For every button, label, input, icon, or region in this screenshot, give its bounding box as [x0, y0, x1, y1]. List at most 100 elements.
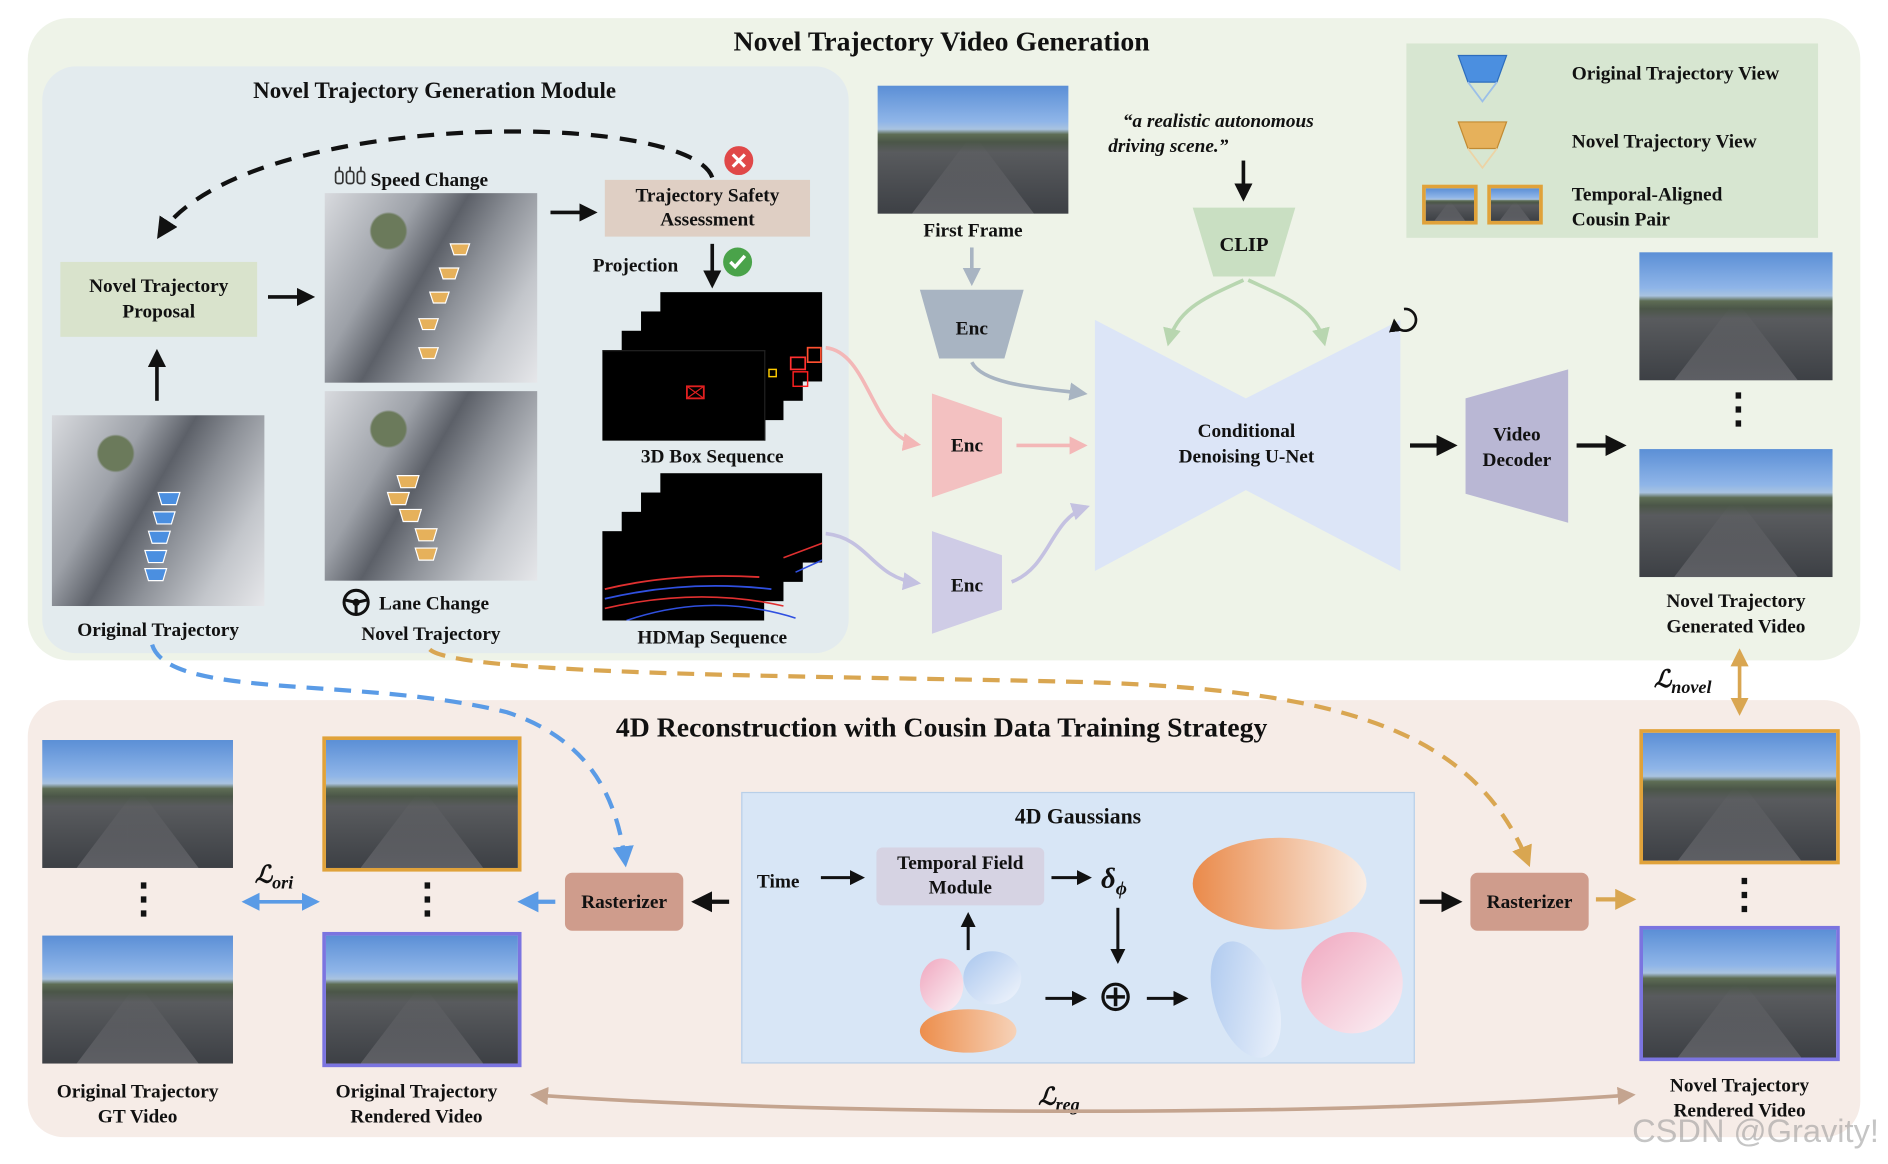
clip-label: CLIP — [1219, 232, 1269, 256]
box-seq-frame-front — [602, 350, 766, 441]
hdmap-enc-to-unet-arrow — [1010, 503, 1090, 584]
hdmap-sequence-label: HDMap Sequence — [637, 627, 788, 649]
watermark-text: CSDN @Gravity! — [1632, 1113, 1879, 1150]
generated-video-frame-last — [1639, 449, 1833, 578]
first-frame-enc-to-unet-arrow — [970, 361, 1088, 401]
text-prompt: “a realistic autonomous driving scene.” — [1094, 109, 1348, 160]
delta-symbol: δ — [1100, 863, 1116, 895]
novel-rendered-line2: Rendered Video — [1673, 1100, 1806, 1122]
orig-rendered-frame-last — [322, 931, 522, 1068]
orig-rendered-frame-first — [322, 736, 522, 872]
first-frame-label: First Frame — [923, 220, 1023, 242]
gt-ellipsis: ⋮ — [123, 877, 165, 923]
right-rasterizer: Rasterizer — [1470, 872, 1589, 931]
generation-module-title: Novel Trajectory Generation Module — [253, 78, 617, 104]
steering-wheel-icon — [342, 588, 370, 616]
novel-rendered-frame-last — [1639, 925, 1840, 1062]
loss-ori-subscript: ori — [272, 874, 294, 894]
temporal-field-module-box: Temporal Field Module — [876, 847, 1045, 906]
temporal-line2: Module — [928, 877, 992, 899]
decoder-line2: Decoder — [1482, 450, 1552, 471]
novel-trajectory-label: Novel Trajectory — [361, 624, 501, 645]
hdmap-to-enc-arrow — [825, 531, 922, 591]
box-seq-frame-cover — [602, 292, 822, 439]
loss-novel-symbol: ℒ — [1653, 666, 1672, 693]
safety-assessment-box: Trajectory Safety Assessment — [604, 179, 811, 237]
orig-rendered-label: Original Trajectory Rendered Video — [302, 1079, 531, 1130]
first-frame-encoder-shape — [919, 289, 1024, 359]
orig-rendered-ellipsis: ⋮ — [406, 877, 448, 923]
feedback-loop-arrow — [157, 129, 715, 239]
gt-video-frame-last — [42, 935, 233, 1064]
decoder-line1: Video — [1493, 424, 1541, 446]
box-encoder-shape — [931, 393, 1002, 498]
cousin-pair-thumb-b — [1487, 184, 1543, 225]
projection-label: Projection — [592, 255, 679, 277]
original-camera-markers — [144, 491, 181, 582]
decoder-label: Video Decoder — [1466, 420, 1569, 476]
reject-cross-icon — [724, 146, 754, 176]
clip-to-unet-left-arrow — [1163, 278, 1245, 347]
hdmap-encoder-shape — [931, 531, 1002, 634]
novel-rendered-ellipsis: ⋮ — [1723, 872, 1765, 918]
loss-ori-symbol: ℒ — [254, 861, 273, 889]
speed-change-label: Speed Change — [370, 170, 489, 191]
gt-line2: GT Video — [97, 1107, 178, 1128]
trajectory-proposal-box: Novel Trajectory Proposal — [60, 261, 258, 337]
delta-phi-label: δϕ — [1101, 863, 1127, 900]
unet-shape — [1094, 319, 1401, 572]
proposal-line2: Proposal — [122, 301, 196, 323]
enc-hdmap-label: Enc — [950, 575, 984, 596]
original-trajectory-route — [150, 643, 634, 868]
orig-rendered-line2: Rendered Video — [350, 1107, 483, 1128]
large-gaussian-blue — [1210, 941, 1282, 1058]
gt-video-frame-first — [42, 740, 233, 868]
original-view-legend-icon — [1457, 54, 1508, 103]
loss-novel-subscript: novel — [1671, 678, 1712, 698]
generated-line2: Generated Video — [1666, 616, 1806, 638]
top-panel-title: Novel Trajectory Video Generation — [733, 26, 1150, 57]
generated-ellipsis: ⋮ — [1717, 387, 1759, 433]
proposal-line1: Novel Trajectory — [89, 276, 229, 297]
enc-first-frame-label: Enc — [955, 318, 988, 339]
loss-novel-label: ℒnovel — [1654, 664, 1712, 699]
box-sequence-label: 3D Box Sequence — [640, 446, 784, 468]
temporal-line1: Temporal Field — [897, 853, 1024, 875]
legend-cousin-line2: Cousin Pair — [1571, 210, 1670, 231]
speed-change-camera-markers — [418, 243, 471, 360]
orig-rendered-line1: Original Trajectory — [335, 1081, 498, 1103]
bottom-panel-title: 4D Reconstruction with Cousin Data Train… — [615, 712, 1268, 743]
lane-change-camera-markers — [386, 475, 438, 561]
video-decoder-shape — [1465, 369, 1569, 523]
unet-line1: Conditional — [1197, 421, 1296, 442]
lane-change-label: Lane Change — [379, 593, 490, 615]
first-frame-image — [877, 85, 1069, 214]
legend-original-view: Original Trajectory View — [1571, 63, 1780, 85]
phi-subscript: ϕ — [1115, 878, 1127, 900]
hdmap-lanes — [604, 542, 823, 621]
gaussians-title: 4D Gaussians — [1014, 803, 1142, 829]
novel-rendered-line1: Novel Trajectory — [1669, 1075, 1810, 1097]
unet-label: Conditional Denoising U-Net — [1123, 416, 1370, 472]
small-gaussian-blue — [963, 951, 1022, 1005]
legend-cousin-line1: Temporal-Aligned — [1571, 184, 1723, 206]
generated-video-frame-first — [1639, 252, 1833, 381]
unet-loop-icon — [1388, 307, 1418, 333]
prompt-line2: driving scene.” — [1108, 136, 1229, 157]
novel-rendered-label: Novel Trajectory Rendered Video — [1624, 1073, 1856, 1124]
small-gaussian-pink — [919, 958, 964, 1012]
clip-to-unet-right-arrow — [1247, 278, 1330, 347]
loss-ori-label: ℒori — [255, 860, 294, 895]
box-seq-to-enc-arrow — [825, 345, 922, 451]
original-trajectory-label: Original Trajectory — [77, 620, 240, 642]
generated-video-label: Novel Trajectory Generated Video — [1618, 589, 1855, 640]
gaussian-ellipsoids — [919, 837, 1403, 1058]
loss-reg-arrow — [529, 1086, 1636, 1114]
enc-box-label: Enc — [950, 435, 984, 456]
oplus-symbol: ⊕ — [1097, 971, 1134, 1022]
novel-view-legend-icon — [1457, 121, 1508, 170]
unet-line2: Denoising U-Net — [1178, 446, 1315, 468]
